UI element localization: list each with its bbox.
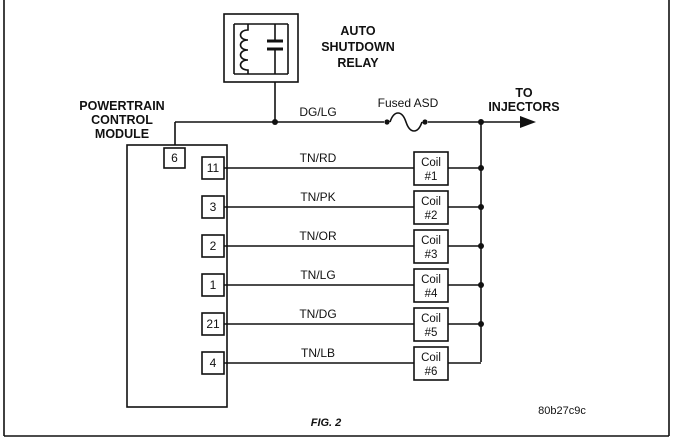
coil-box bbox=[413, 151, 449, 186]
relay-label-line2: SHUTDOWN bbox=[321, 40, 395, 54]
bus-junction bbox=[478, 204, 484, 210]
pcm-pin-label: 4 bbox=[210, 356, 217, 370]
driver-wire-label: TN/LG bbox=[300, 268, 335, 282]
arrow-right-icon bbox=[520, 116, 536, 128]
coil-label-top: Coil bbox=[421, 235, 441, 247]
coil-label-top: Coil bbox=[421, 352, 441, 364]
coil-label-bottom: #4 bbox=[425, 288, 438, 300]
bus-junction bbox=[478, 165, 484, 171]
driver-wire-label: TN/DG bbox=[299, 307, 336, 321]
driver-wire-label: TN/RD bbox=[300, 151, 337, 165]
coil-label-top: Coil bbox=[421, 274, 441, 286]
coil-box bbox=[413, 229, 449, 264]
pcm-power-pin bbox=[163, 147, 186, 169]
coil-circuit-3: 2 TN/OR Coil #3 bbox=[201, 229, 484, 264]
coil-label-bottom: #6 bbox=[425, 366, 438, 378]
relay-label-line1: AUTO bbox=[340, 24, 375, 38]
relay-label-line3: RELAY bbox=[337, 56, 379, 70]
coil-label-bottom: #2 bbox=[425, 210, 438, 222]
coil-circuit-5: 21 TN/DG Coil #5 bbox=[201, 307, 484, 342]
pcm-pin-label: 21 bbox=[206, 317, 220, 331]
fuse-icon bbox=[384, 112, 428, 132]
output-label-line1: TO bbox=[515, 86, 532, 100]
bus-junction bbox=[478, 282, 484, 288]
coil-circuit-1: 11 TN/RD Coil #1 bbox=[201, 151, 484, 186]
driver-wire-label: TN/OR bbox=[299, 229, 337, 243]
coil-box bbox=[413, 268, 449, 303]
output-label-line2: INJECTORS bbox=[488, 100, 559, 114]
coil-box bbox=[413, 346, 449, 381]
pcm-pin-label: 3 bbox=[210, 200, 217, 214]
coil-label-top: Coil bbox=[421, 196, 441, 208]
pcm-pin-label: 11 bbox=[207, 161, 220, 175]
coil-circuit-4: 1 TN/LG Coil #4 bbox=[201, 268, 484, 303]
coil-label-top: Coil bbox=[421, 157, 441, 169]
pcm-label-line1: POWERTRAIN bbox=[79, 99, 164, 113]
bus-junction bbox=[478, 321, 484, 327]
coil-circuit-2: 3 TN/PK Coil #2 bbox=[201, 190, 484, 225]
figure-code: 80b27c9c bbox=[538, 405, 586, 417]
pcm-pin-label: 1 bbox=[210, 278, 217, 292]
pcm-label-line2: CONTROL bbox=[91, 113, 153, 127]
pcm-label-line3: MODULE bbox=[95, 127, 149, 141]
auto-shutdown-relay: AUTO SHUTDOWN RELAY bbox=[223, 13, 395, 83]
relay-box bbox=[223, 13, 299, 83]
fuse-label: Fused ASD bbox=[378, 96, 439, 110]
bus-junction bbox=[478, 243, 484, 249]
pcm-power-pin-label: 6 bbox=[171, 151, 178, 165]
coil-circuit-6: 4 TN/LB Coil #6 bbox=[201, 346, 481, 381]
driver-wire-label: TN/PK bbox=[300, 190, 335, 204]
relay-coil-icon bbox=[239, 24, 249, 74]
pcm-pin-label: 2 bbox=[210, 239, 217, 253]
coil-label-bottom: #1 bbox=[425, 171, 438, 183]
coil-label-bottom: #5 bbox=[425, 327, 438, 339]
figure-caption: FIG. 2 bbox=[311, 417, 342, 429]
coil-label-bottom: #3 bbox=[425, 249, 438, 261]
coil-box bbox=[413, 190, 449, 225]
dg-lg-wire-label: DG/LG bbox=[299, 105, 336, 119]
driver-wire-label: TN/LB bbox=[301, 346, 335, 360]
coil-label-top: Coil bbox=[421, 313, 441, 325]
relay-capacitor-icon bbox=[267, 24, 283, 74]
